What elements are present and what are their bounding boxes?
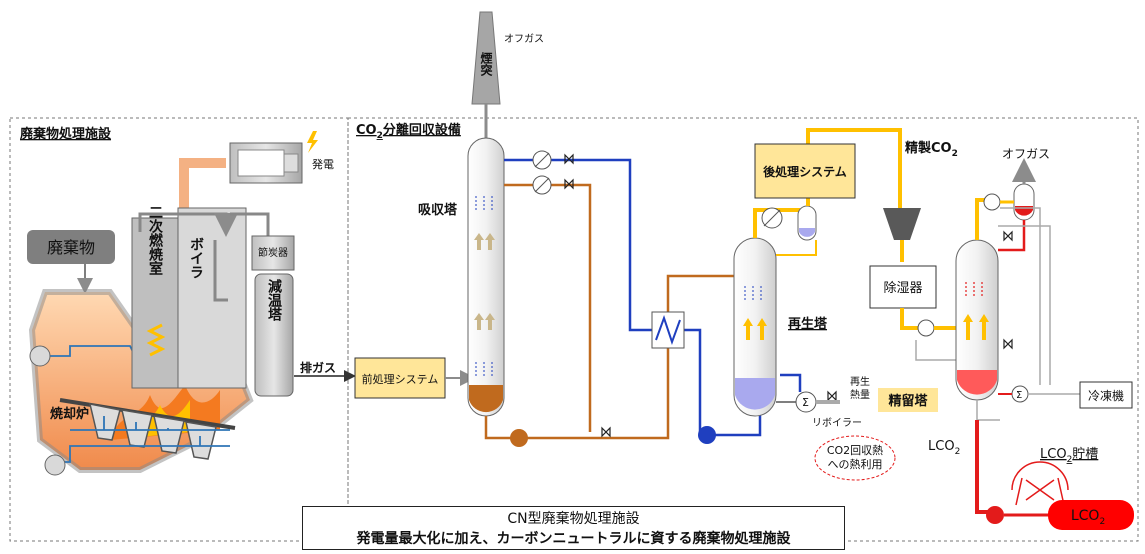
dehumidifier-box xyxy=(869,265,937,309)
lco2-tank xyxy=(1011,461,1069,506)
post-treatment-label: 後処理システム xyxy=(763,164,847,179)
blower-top xyxy=(29,345,51,367)
secondary-chamber-label: 二次燃焼室 xyxy=(147,205,163,275)
lco2-pump xyxy=(986,506,1004,524)
distillation-label: 精留塔 xyxy=(888,393,928,409)
rich-pump xyxy=(510,429,528,447)
boiler-label: ボイラ xyxy=(188,237,204,279)
heat-use-bubble xyxy=(814,435,896,481)
reboiler-label: リボイラー xyxy=(812,417,862,429)
heat-use-label-1: CO2回収熱 xyxy=(827,444,883,457)
co2-facility-title: CO2分離回収設備 xyxy=(356,122,461,141)
secondary-chamber xyxy=(131,217,179,389)
refrigerator-box xyxy=(1079,381,1133,409)
fire-grate-hoppers xyxy=(89,403,217,460)
lco2-product-label: LCO2 xyxy=(1071,508,1105,527)
purified-co2-label: 精製CO2 xyxy=(905,140,958,159)
regenerator-label: 再生塔 xyxy=(788,316,828,332)
lightning-icon xyxy=(307,131,318,153)
refrigerator-label: 冷凍機 xyxy=(1088,388,1124,403)
exhaust-gas-label: 排ガス xyxy=(300,360,336,375)
lco2-label: LCO2 xyxy=(928,439,960,457)
offgas-right-label: オフガス xyxy=(1002,147,1050,161)
valves xyxy=(564,153,1013,438)
distillation-label-bg xyxy=(878,388,938,412)
compressor xyxy=(883,208,921,240)
stack-label: 煙突 xyxy=(479,51,493,77)
lean-pump xyxy=(698,426,716,444)
waste-box xyxy=(27,230,115,264)
waste-facility-title: 廃棄物処理施設 xyxy=(19,126,112,142)
pretreatment-label: 前処理システム xyxy=(362,372,439,386)
regen-heat-label-2: 熱量 xyxy=(850,388,870,401)
pretreatment-box xyxy=(354,357,446,399)
absorber-label: 吸収塔 xyxy=(418,202,458,218)
power-label: 発電 xyxy=(312,157,334,171)
svg-text:Σ: Σ xyxy=(1016,390,1022,401)
boiler xyxy=(177,207,247,389)
economizer-label: 節炭器 xyxy=(258,246,288,259)
regen-heat-label-1: 再生 xyxy=(850,375,870,388)
offgas-top-label: オフガス xyxy=(504,33,544,45)
dehumidifier-label: 除湿器 xyxy=(883,281,922,296)
blower-bottom xyxy=(44,454,66,476)
waste-facility-frame xyxy=(9,117,349,542)
absorber-column xyxy=(467,137,505,417)
absorber-flow-arrows xyxy=(474,233,495,330)
steam-line xyxy=(179,158,226,210)
post-treatment-box xyxy=(754,143,856,199)
waste-label: 廃棄物 xyxy=(47,238,95,257)
heat-use-label-2: への熱利用 xyxy=(828,458,883,471)
caption-box: CN型廃棄物処理施設 発電量最大化に加え、カーボンニュートラルに資する廃棄物処理… xyxy=(302,506,845,550)
svg-text:Σ: Σ xyxy=(802,396,809,409)
cooling-tower-label: 減温塔 xyxy=(266,278,282,322)
cooling-tower xyxy=(254,273,294,397)
lco2-product xyxy=(1048,500,1134,530)
caption-line2: 発電量最大化に加え、カーボンニュートラルに資する廃棄物処理施設 xyxy=(356,531,791,547)
economizer xyxy=(251,235,295,271)
caption-line1: CN型廃棄物処理施設 xyxy=(507,511,640,527)
lco2-tank-label: LCO2貯槽 xyxy=(1040,447,1098,465)
stack xyxy=(471,11,501,105)
incinerator-label: 焼却炉 xyxy=(50,406,89,422)
